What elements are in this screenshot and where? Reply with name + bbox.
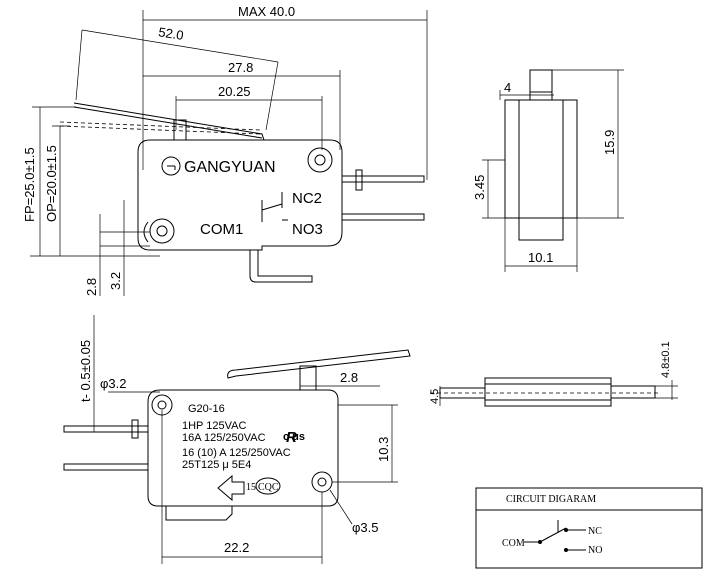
- circuit-diagram: CIRCUIT DIGARAM COM NC NO: [475, 487, 703, 569]
- rating-line-3: 16 (10) A 125/250VAC: [182, 447, 291, 459]
- dim-fp: FP=25.0±1.5: [22, 147, 37, 222]
- dim-27-8: 27.8: [228, 60, 253, 75]
- terminal-nc2: NC2: [292, 190, 322, 207]
- cert-arrow-icon: [217, 474, 245, 502]
- circuit-nc: NC: [588, 526, 602, 537]
- brand-logo-mark: [167, 165, 176, 170]
- dim-op: OP=20.0±1.5: [44, 145, 59, 222]
- brand-name: GANGYUAN: [184, 159, 276, 176]
- dim-2-8-bottom: 2.8: [340, 370, 358, 385]
- side-view: 4 3.45 15.9 10.1: [472, 69, 624, 272]
- cqc-label: CQC: [258, 482, 279, 493]
- dim-hole-3-5: φ3.5: [352, 520, 379, 535]
- bottom-view: G20-16 1HP 125VAC 16A 125/250VAC 16 (10)…: [63, 315, 411, 564]
- top-view: MAX 40.0 27.8 20.25 52.0 GANGYUAN: [22, 4, 428, 296]
- dim-3-45: 3.45: [472, 175, 487, 200]
- ul-c-us: c us: [283, 431, 305, 443]
- dim-tolerance: t- 0.5±0.05: [78, 340, 93, 402]
- terminal-com1: COM1: [200, 221, 243, 238]
- dim-15-9: 15.9: [602, 130, 617, 155]
- circuit-no: NO: [588, 545, 602, 556]
- end-view: 4.5 4.8±0.1: [429, 341, 678, 407]
- dim-2-8-top: 2.8: [84, 278, 99, 296]
- dim-52: 52.0: [157, 24, 184, 43]
- dim-4: 4: [504, 80, 511, 95]
- rating-line-1: 1HP 125VAC: [182, 420, 246, 432]
- model-number: G20-16: [188, 403, 225, 415]
- cert-number: 15: [246, 482, 256, 493]
- ul-mark-icon: R: [286, 429, 297, 446]
- circuit-title: CIRCUIT DIGARAM: [506, 494, 596, 505]
- brand-logo-icon: [161, 156, 181, 176]
- cqc-mark-icon: [255, 477, 281, 495]
- terminal-no3: NO3: [292, 221, 323, 238]
- circuit-com: COM: [502, 538, 525, 549]
- rating-line-4: 25T125 μ 5E4: [182, 459, 251, 471]
- dim-10-3: 10.3: [376, 437, 391, 462]
- dim-4-8: 4.8±0.1: [660, 341, 672, 378]
- dim-hole-3-2: φ3.2: [100, 376, 127, 391]
- dim-10-1: 10.1: [528, 250, 553, 265]
- dim-20-25: 20.25: [218, 84, 251, 99]
- rating-line-2: 16A 125/250VAC: [182, 432, 266, 444]
- dim-max-40: MAX 40.0: [238, 4, 295, 19]
- dim-4-5: 4.5: [429, 389, 441, 404]
- dim-3-2-top: 3.2: [108, 272, 123, 290]
- dim-22-2: 22.2: [224, 540, 249, 555]
